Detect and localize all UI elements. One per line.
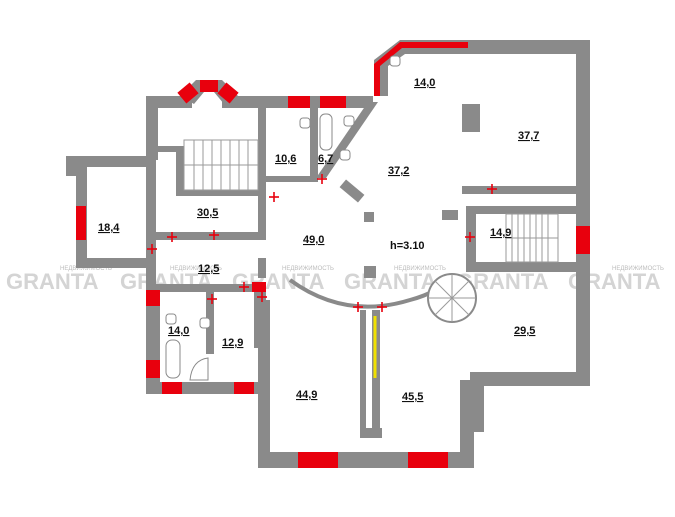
- stair-14-9: [505, 213, 559, 263]
- room-area-10-6: 10,6: [275, 153, 296, 165]
- room-area-49-0: 49,0: [303, 234, 324, 246]
- room-area-12-5: 12,5: [198, 263, 219, 275]
- room-area-37-2: 37,2: [388, 165, 409, 177]
- watermark-tagline-6: НЕДВИЖИМОСТЬ: [612, 266, 664, 272]
- watermark-tagline-4: НЕДВИЖИМОСТЬ: [394, 266, 446, 272]
- watermark-tagline-2: НЕДВИЖИМОСТЬ: [170, 266, 222, 272]
- door-markers: [147, 174, 497, 312]
- room-area-14-9: 14,9: [490, 227, 511, 239]
- watermark-tagline-3: НЕДВИЖИМОСТЬ: [282, 266, 334, 272]
- room-area-29-5: 29,5: [514, 325, 535, 337]
- room-area-30-5: 30,5: [197, 207, 218, 219]
- room-area-18-4: 18,4: [98, 222, 120, 234]
- room-area-14-0-bath: 14,0: [168, 325, 189, 337]
- ceiling-height: h=3.10: [390, 240, 425, 252]
- room-area-6-7: 6,7: [318, 153, 333, 165]
- main-stair: [183, 139, 259, 191]
- room-area-12-9: 12,9: [222, 337, 243, 349]
- windows: [76, 42, 590, 468]
- fixtures: [165, 55, 401, 381]
- room-area-45-5: 45,5: [402, 391, 423, 403]
- watermark-brand-4: GRANTA: [344, 269, 437, 294]
- room-area-44-9: 44,9: [296, 389, 317, 401]
- spiral-stair: [427, 273, 477, 323]
- room-labels: 18,4 30,5 10,6 6,7 14,0 37,7 37,2 49,0 1…: [98, 77, 539, 403]
- room-area-14-0-top: 14,0: [414, 77, 435, 89]
- watermark-brand-1: GRANTA: [6, 269, 99, 294]
- room-area-37-7: 37,7: [518, 130, 539, 142]
- watermark-tagline-1: НЕДВИЖИМОСТЬ: [60, 266, 112, 272]
